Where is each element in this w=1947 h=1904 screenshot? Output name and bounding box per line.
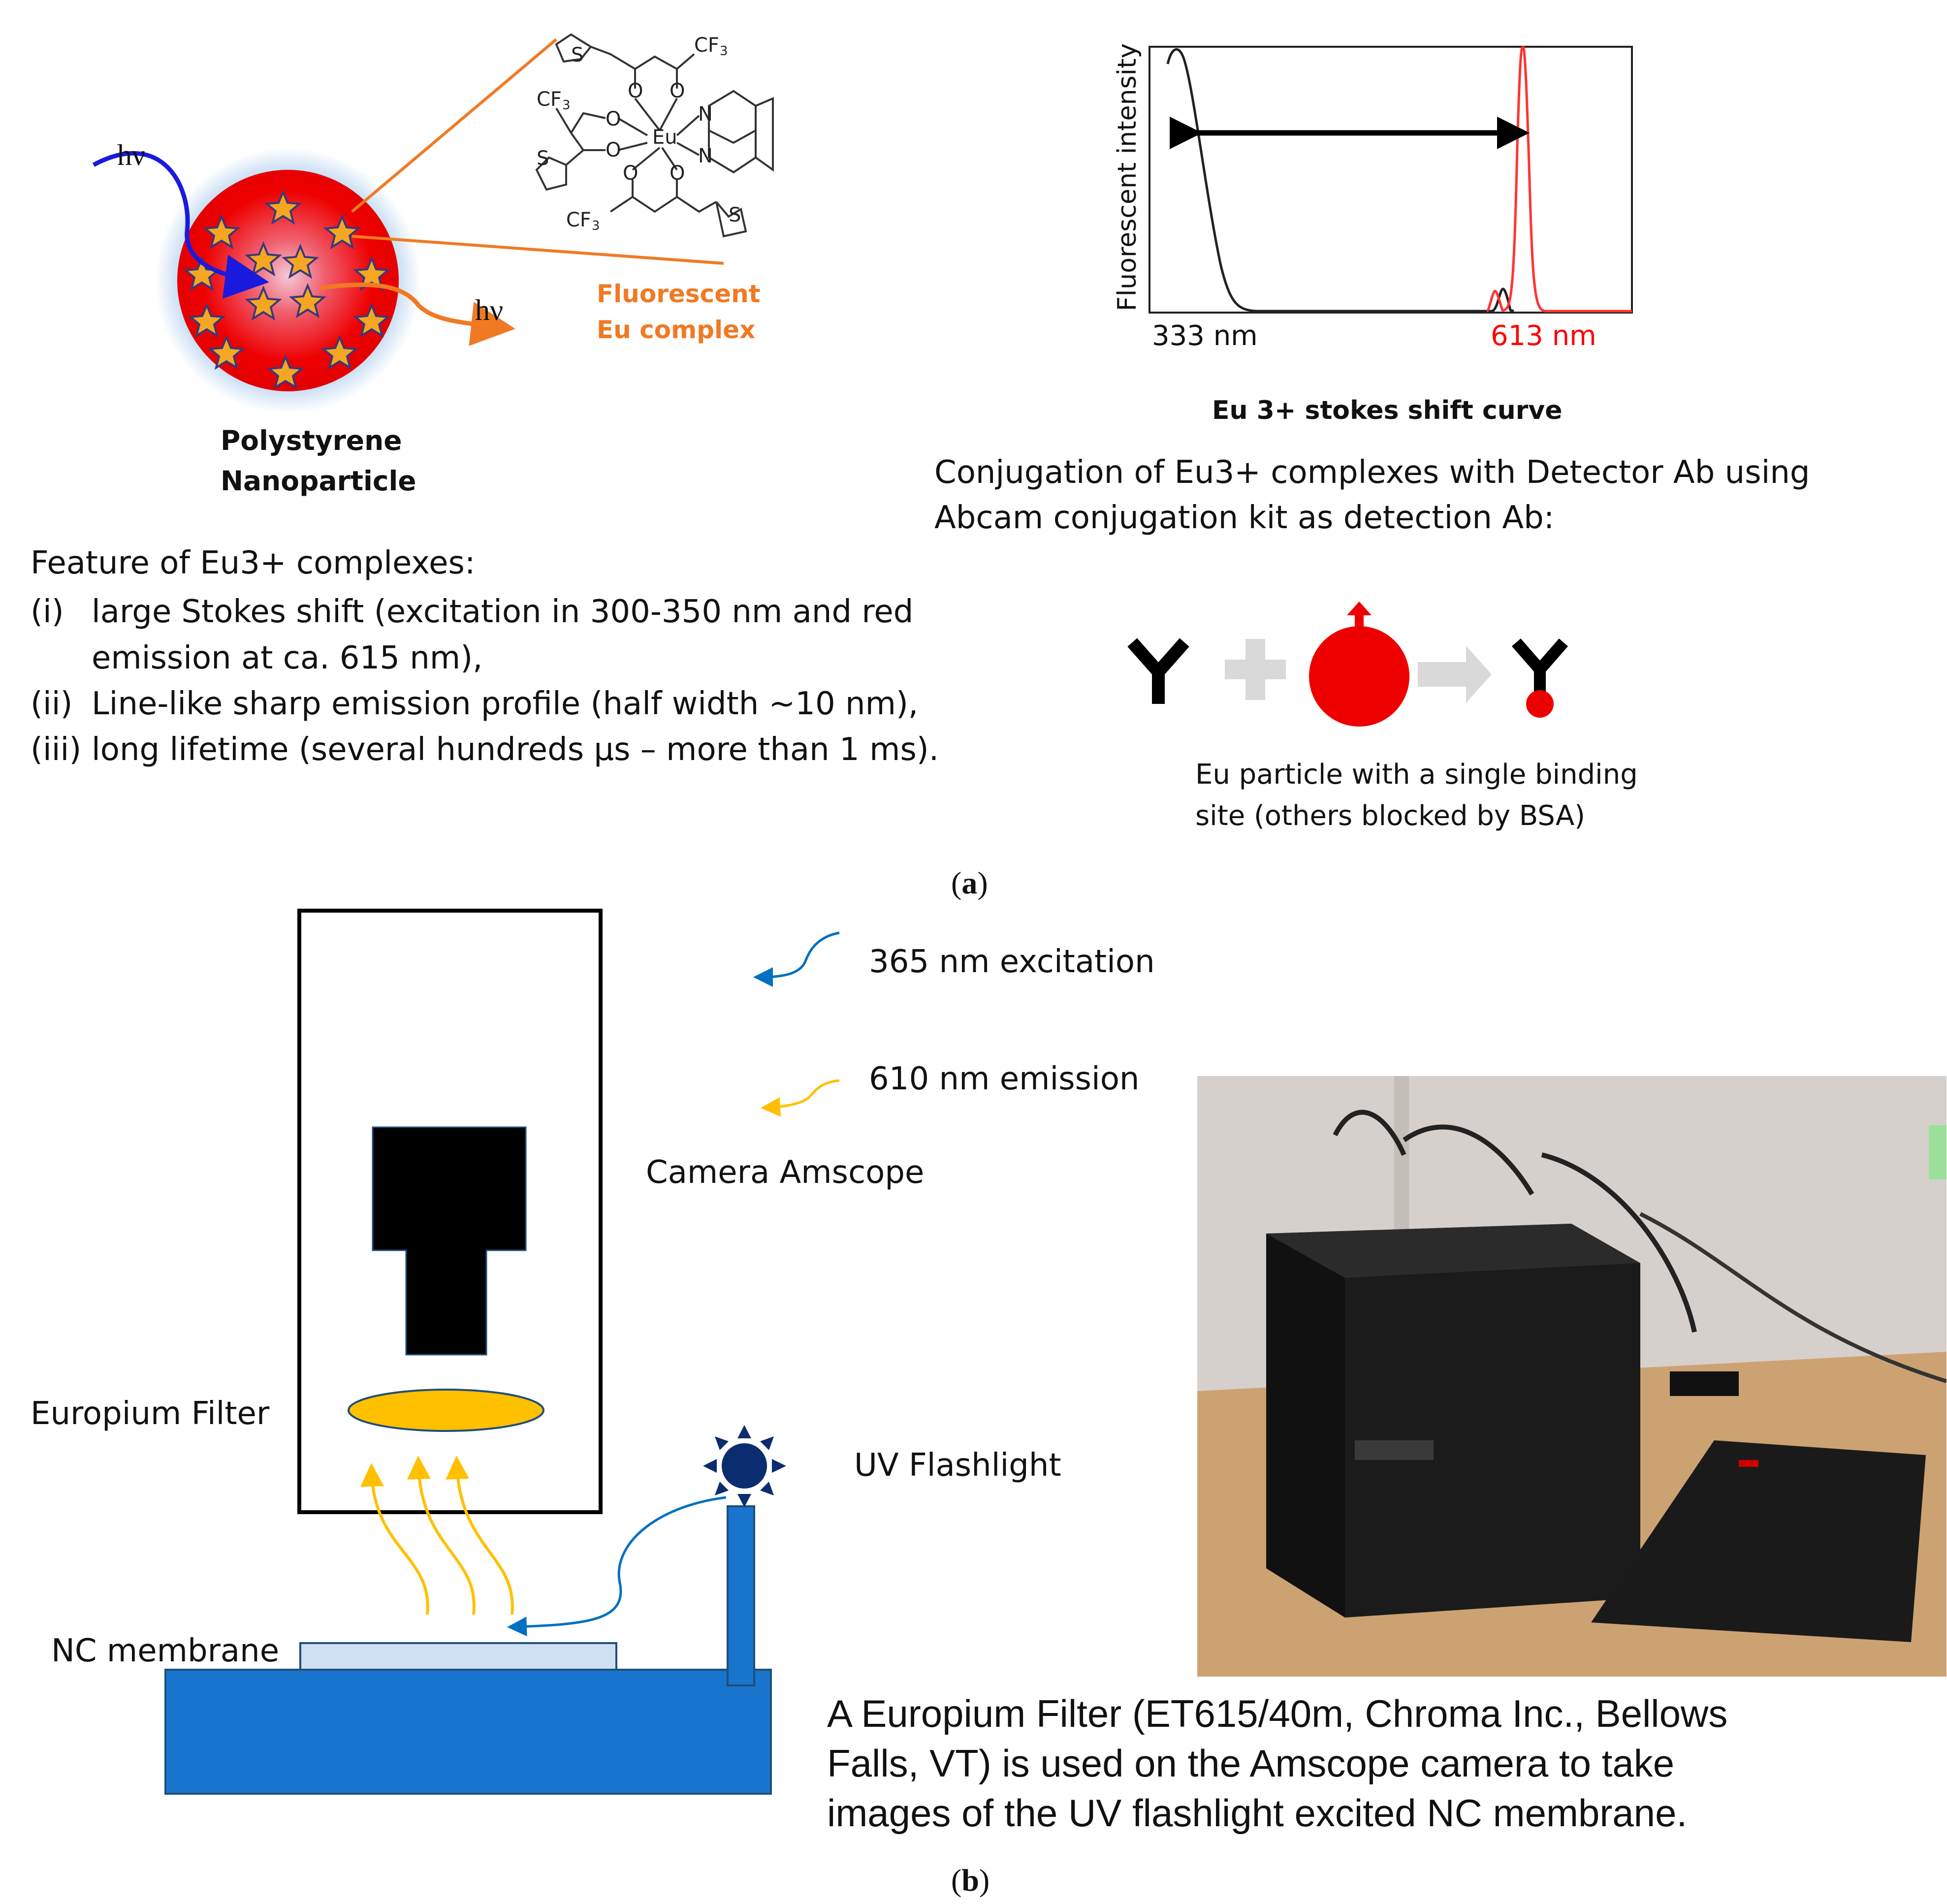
svg-text:O: O — [670, 162, 685, 185]
eu-complex-atoms: Eu O O O O O O N N S S S CF CF CF — [537, 34, 741, 231]
feature-item-1-cont: emission at ca. 615 nm), — [31, 640, 483, 676]
conjugation-line1: Conjugation of Eu3+ complexes with Detec… — [934, 454, 1810, 491]
plus-icon — [1225, 639, 1286, 700]
svg-text:3: 3 — [592, 219, 600, 233]
eu-complex-structure — [535, 33, 774, 238]
yields-arrow-icon — [1418, 646, 1492, 703]
svg-text:O: O — [670, 80, 685, 102]
particle-label-line2: Nanoparticle — [221, 465, 416, 497]
legend-excitation-arrow — [753, 931, 840, 987]
hv-out-label: hν — [475, 294, 504, 326]
emission-arrow-1 — [360, 1463, 429, 1615]
feature-text-1a: large Stokes shift (excitation in 300-35… — [92, 594, 914, 630]
emission-peak — [1486, 46, 1632, 313]
feature-item-3: (iii) long lifetime (several hundreds µs … — [31, 731, 939, 768]
tick-333nm: 333 nm — [1152, 320, 1258, 352]
excitation-arrow — [507, 1496, 727, 1637]
hv-in-label: hν — [117, 139, 146, 171]
svg-text:3: 3 — [562, 98, 571, 113]
eu-particle-icon — [1309, 626, 1409, 727]
legend-emission-arrow — [761, 1079, 840, 1117]
eu-atom: Eu — [652, 126, 677, 149]
feature-text-1b: emission at ca. 615 nm), — [92, 640, 483, 676]
stage-base — [164, 1669, 772, 1795]
complex-label-line2: Eu complex — [597, 316, 756, 344]
setup-description-line2: Falls, VT) is used on the Amscope camera… — [827, 1742, 1675, 1785]
chart-caption: Eu 3+ stokes shift curve — [1212, 396, 1563, 425]
conjugation-scheme — [1127, 602, 1568, 727]
europium-filter-lens — [348, 1389, 544, 1432]
feature-num-2: (ii) — [31, 686, 73, 722]
binding-site-arrow — [1347, 602, 1372, 615]
conjugation-caption-line2: site (others blocked by BSA) — [1195, 800, 1586, 832]
excitation-curve — [1166, 48, 1514, 313]
conjugation-line2: Abcam conjugation kit as detection Ab: — [934, 500, 1555, 536]
svg-text:O: O — [606, 108, 621, 130]
camera-icon — [372, 1126, 527, 1356]
chart-frame — [1149, 46, 1633, 314]
imaging-setup-diagram — [164, 909, 840, 1795]
stokes-shift-chart — [1149, 46, 1633, 314]
emission-arrow-2 — [407, 1456, 476, 1615]
enclosure-box — [297, 909, 603, 1514]
nc-membrane-label: NC membrane — [51, 1633, 280, 1669]
feature-item-1: (i) large Stokes shift (excitation in 300… — [31, 594, 913, 630]
features-heading: Feature of Eu3+ complexes: — [31, 545, 476, 581]
svg-text:S: S — [729, 204, 741, 226]
svg-text:O: O — [628, 80, 643, 102]
camera-label: Camera Amscope — [646, 1154, 925, 1191]
conjugation-caption-line1: Eu particle with a single binding — [1195, 759, 1638, 791]
conjugated-eu-dot — [1526, 690, 1554, 718]
zoom-line-bottom — [351, 235, 724, 265]
nc-membrane-strip — [299, 1642, 617, 1671]
uv-flashlight-label: UV Flashlight — [854, 1447, 1061, 1484]
feature-num-1: (i) — [31, 594, 64, 630]
legend-emission-label: 610 nm emission — [869, 1061, 1140, 1097]
panel-b-label: (b) — [951, 1863, 990, 1898]
emission-arrow-3 — [446, 1456, 514, 1615]
svg-text:N: N — [698, 145, 713, 167]
feature-text-3: long lifetime (several hundreds µs – mor… — [92, 731, 939, 768]
svg-text:CF: CF — [694, 34, 719, 57]
feature-item-2: (ii) Line-like sharp emission profile (ha… — [31, 686, 918, 722]
nanoparticle-diagram: Eu O O O O O O N N S S S CF CF CF 3 3 3 — [92, 33, 774, 413]
svg-text:O: O — [606, 139, 621, 161]
setup-description-line3: images of the UV flashlight excited NC m… — [827, 1791, 1688, 1835]
legend-excitation-label: 365 nm excitation — [869, 944, 1155, 980]
filter-label: Europium Filter — [31, 1396, 270, 1432]
svg-text:S: S — [571, 44, 583, 66]
zoom-line-top — [351, 38, 557, 213]
conjugated-antibody-icon — [1511, 638, 1568, 698]
uv-flashlight-sun-icon — [703, 1425, 786, 1507]
svg-text:N: N — [698, 103, 713, 126]
setup-photo — [1197, 1076, 1947, 1677]
tick-613nm: 613 nm — [1491, 320, 1596, 352]
incoming-light-arrow — [92, 151, 269, 299]
antibody-icon — [1127, 638, 1189, 704]
panel-a-label: (a) — [951, 865, 988, 900]
svg-text:CF: CF — [566, 209, 591, 231]
svg-text:3: 3 — [720, 44, 728, 59]
feature-num-3: (iii) — [31, 731, 82, 768]
particle-label-line1: Polystyrene — [221, 425, 402, 456]
svg-text:O: O — [623, 162, 638, 185]
binding-site-stem — [1355, 611, 1364, 629]
setup-description-line1: A Europium Filter (ET615/40m, Chroma Inc… — [827, 1692, 1728, 1735]
svg-text:S: S — [537, 147, 549, 170]
complex-label-line1: Fluorescent — [597, 280, 761, 308]
svg-text:CF: CF — [537, 88, 562, 111]
feature-text-2: Line-like sharp emission profile (half w… — [92, 686, 919, 722]
uv-flashlight-stem — [727, 1505, 755, 1686]
emission-arrow — [319, 282, 515, 346]
